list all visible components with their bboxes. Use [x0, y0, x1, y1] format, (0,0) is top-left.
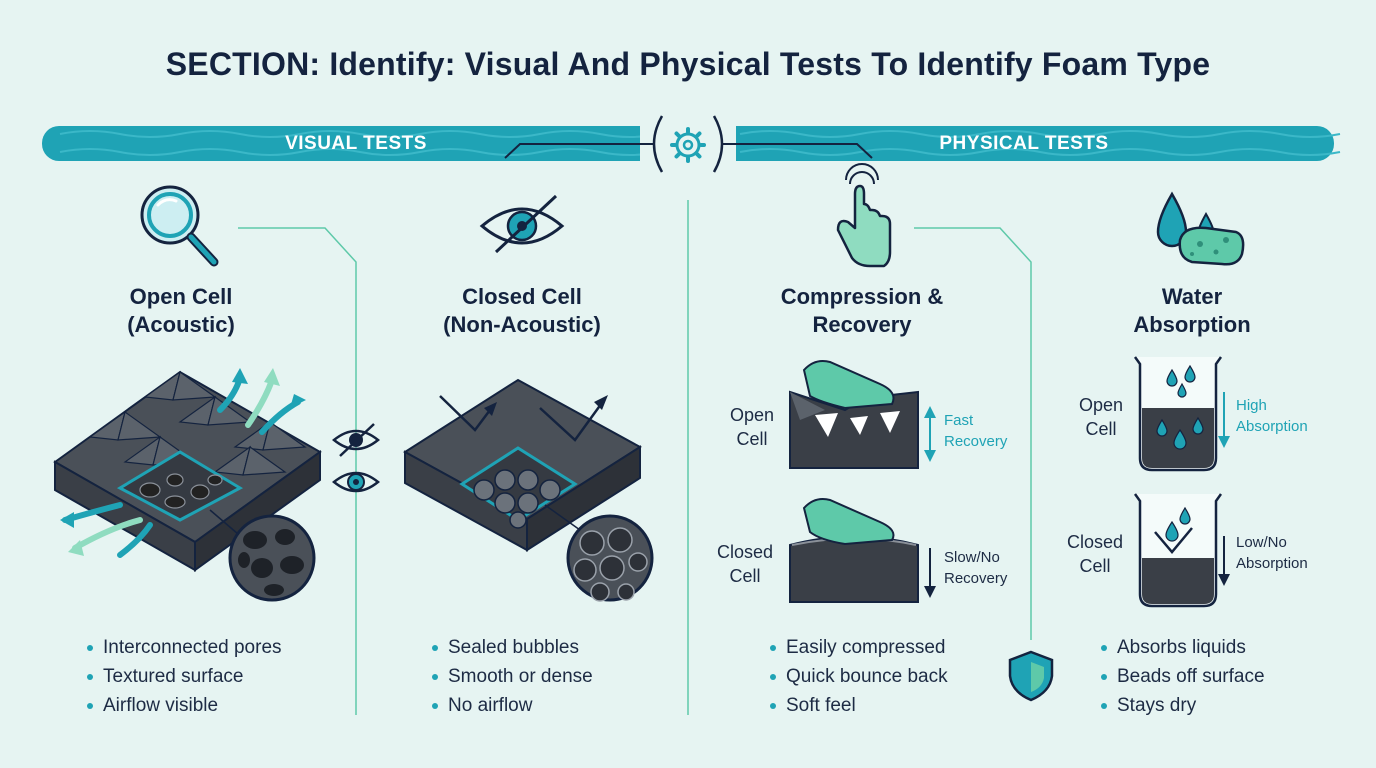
compression-closed-cell-illustration — [789, 498, 936, 603]
pointing-hand-icon — [836, 163, 892, 268]
open-cell-foam-illustration — [53, 368, 322, 602]
list-item: No airflow — [432, 691, 593, 720]
closed-cell-title: Closed Cell (Non-Acoustic) — [443, 284, 601, 337]
open-cell-title: Open Cell (Acoustic) — [127, 284, 235, 337]
list-item: Airflow visible — [87, 691, 282, 720]
open-cell-bullets: Interconnected pores Textured surface Ai… — [87, 633, 282, 720]
closed-cell-bullets: Sealed bubbles Smooth or dense No airflo… — [432, 633, 593, 720]
visual-tests-label: VISUAL TESTS — [285, 133, 427, 154]
list-item: Easily compressed — [770, 633, 948, 662]
eye-slash-icon-small — [332, 423, 380, 457]
magnifier-icon — [140, 185, 219, 267]
water-absorption-bullets: Absorbs liquids Beads off surface Stays … — [1101, 633, 1265, 720]
list-item: Interconnected pores — [87, 633, 282, 662]
physical-tests-label: PHYSICAL TESTS — [939, 133, 1109, 154]
water-high-absorption-note: High Absorption — [1236, 397, 1308, 435]
compression-open-cell-illustration — [789, 360, 936, 469]
list-item: Soft feel — [770, 691, 948, 720]
beaker-open-cell-illustration — [1133, 356, 1230, 472]
water-drops-sponge-icon — [1156, 191, 1245, 266]
compression-open-cell-label: Open Cell — [729, 405, 775, 449]
eye-icon-small — [332, 471, 380, 493]
compression-closed-cell-label: Closed Cell — [716, 542, 774, 586]
eye-slash-icon — [479, 194, 565, 254]
list-item: Smooth or dense — [432, 662, 593, 691]
list-item: Quick bounce back — [770, 662, 948, 691]
compression-recovery-title: Compression & Recovery — [780, 284, 944, 337]
closed-cell-foam-illustration — [403, 378, 654, 602]
list-item: Absorbs liquids — [1101, 633, 1265, 662]
compression-bullets: Easily compressed Quick bounce back Soft… — [770, 633, 948, 720]
list-item: Sealed bubbles — [432, 633, 593, 662]
shield-icon — [1008, 650, 1054, 702]
water-low-absorption-note: Low/No Absorption — [1236, 534, 1308, 572]
water-closed-cell-label: Closed Cell — [1066, 532, 1124, 576]
section-banner — [42, 112, 1341, 176]
compression-slow-recovery-note: Slow/No Recovery — [944, 549, 1008, 587]
water-absorption-title: Water Absorption — [1133, 284, 1251, 337]
beaker-closed-cell-illustration — [1133, 493, 1230, 608]
compression-fast-recovery-note: Fast Recovery — [944, 412, 1008, 450]
gear-icon — [670, 127, 706, 163]
page-title: SECTION: Identify: Visual And Physical T… — [165, 46, 1211, 82]
list-item: Stays dry — [1101, 691, 1265, 720]
list-item: Textured surface — [87, 662, 282, 691]
list-item: Beads off surface — [1101, 662, 1265, 691]
water-open-cell-label: Open Cell — [1078, 395, 1124, 439]
